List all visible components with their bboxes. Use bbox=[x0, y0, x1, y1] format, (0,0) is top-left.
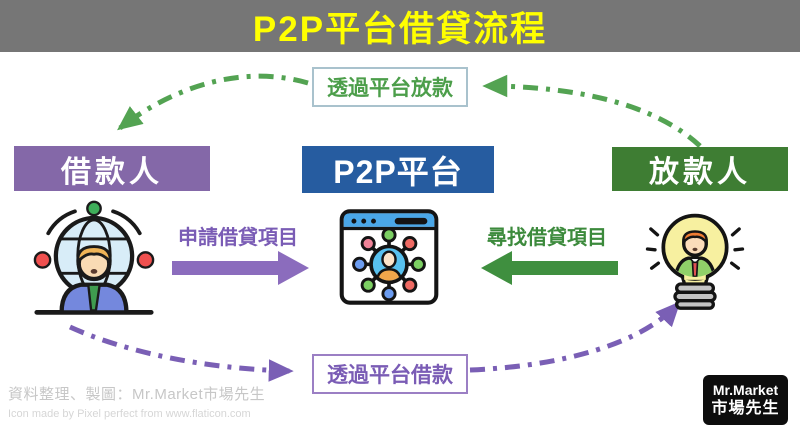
lend-via-platform-text: 透過平台放款 bbox=[327, 77, 453, 100]
flow-path-lend-left bbox=[117, 73, 309, 131]
node-borrower: 借款人 bbox=[14, 146, 210, 191]
flow-label-borrow-via-platform: 透過平台借款 bbox=[312, 354, 468, 394]
borrower-globe-icon bbox=[33, 197, 155, 321]
lender-label: 放款人 bbox=[649, 156, 751, 189]
brand-logo-line1: Mr.Market bbox=[712, 382, 779, 398]
brand-logo-line2: 市場先生 bbox=[711, 400, 780, 417]
find-loan-arrow bbox=[481, 251, 618, 285]
borrower-label: 借款人 bbox=[61, 155, 163, 189]
borrow-via-platform-text: 透過平台借款 bbox=[327, 364, 453, 387]
platform-browser-icon bbox=[336, 202, 442, 312]
flow-path-borrow-left bbox=[68, 324, 294, 382]
title-bar: P2P平台借貸流程 bbox=[0, 0, 800, 52]
apply-loan-label: 申請借貸項目 bbox=[178, 227, 298, 249]
credit-line-1: 資料整理、製圖：Mr.Market市場先生 bbox=[8, 386, 266, 403]
credits: 資料整理、製圖：Mr.Market市場先生 Icon made by Pixel… bbox=[8, 383, 265, 420]
brand-logo: Mr.Market 市場先生 bbox=[703, 375, 788, 425]
lender-bulb-icon bbox=[645, 198, 745, 320]
node-lender: 放款人 bbox=[612, 147, 788, 191]
credit-line-2: Icon made by Pixel perfect from www.flat… bbox=[8, 408, 251, 420]
page-title: P2P平台借貸流程 bbox=[252, 9, 548, 49]
apply-loan-arrow bbox=[172, 251, 309, 285]
flow-path-borrow-right bbox=[469, 301, 681, 373]
find-loan-label: 尋找借貸項目 bbox=[487, 227, 607, 249]
flow-path-lend-right bbox=[482, 74, 702, 148]
node-platform: P2P平台 bbox=[302, 146, 494, 193]
platform-label: P2P平台 bbox=[333, 153, 463, 190]
flow-label-lend-via-platform: 透過平台放款 bbox=[312, 67, 468, 107]
